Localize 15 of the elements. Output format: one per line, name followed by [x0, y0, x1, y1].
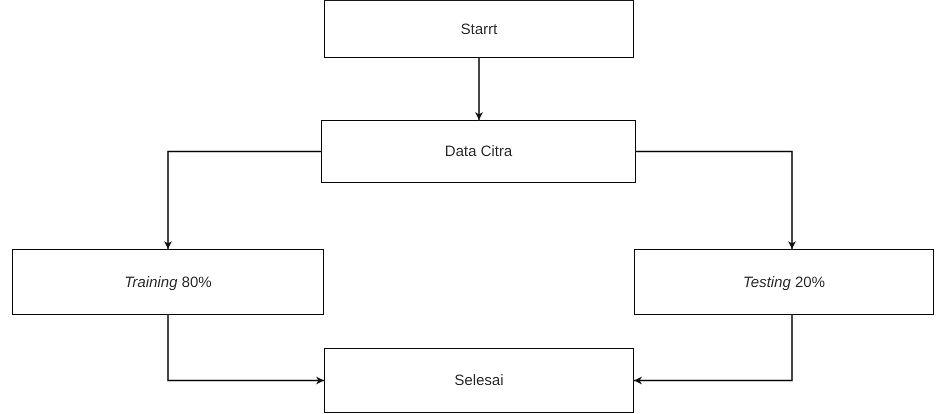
arrow — [475, 58, 483, 120]
arrow — [636, 150, 796, 249]
box-label: Data Citra — [444, 143, 512, 160]
process-box — [321, 120, 636, 183]
process-box — [12, 249, 324, 315]
box-label: Training 80% — [124, 274, 212, 290]
arrow — [167, 315, 324, 384]
box-label: Testing 20% — [742, 274, 825, 290]
box-label: Starrt — [460, 20, 498, 38]
arrow — [634, 315, 793, 384]
process-box — [324, 348, 634, 413]
arrow — [164, 150, 321, 249]
process-box — [634, 249, 934, 315]
process-box — [324, 0, 634, 58]
box-label: Selesai — [454, 372, 504, 389]
